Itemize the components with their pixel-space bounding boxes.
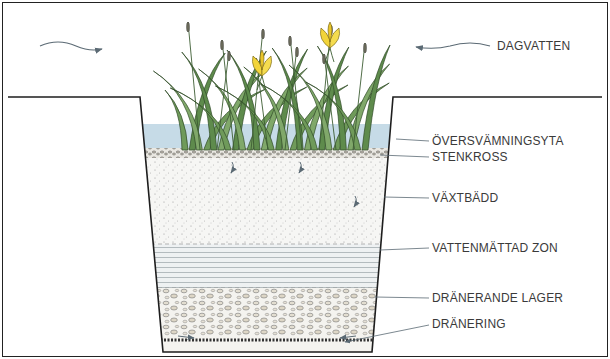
iris-leaf [153, 71, 202, 150]
saturated-zone [130, 244, 400, 288]
layer-label: DRÄNERING [432, 317, 506, 331]
rush-head [262, 29, 265, 39]
rush-stem [324, 54, 336, 150]
iris-leaf [362, 45, 390, 150]
rush-head [221, 40, 224, 50]
iris-leaf [215, 86, 274, 150]
rush-head [289, 36, 292, 46]
rush-stem [290, 36, 302, 150]
drainage-layer [130, 288, 400, 336]
iris-plants [153, 22, 390, 150]
iris-leaf [317, 46, 346, 150]
iris-leaf [182, 52, 217, 150]
layer-label: VATTENMÄTTAD ZON [432, 241, 558, 255]
rush-head [296, 47, 299, 57]
iris-flower [320, 22, 339, 62]
iris-leaf [165, 90, 188, 150]
rush-stem [285, 47, 297, 150]
layer-label: DRÄNERANDE LAGER [432, 291, 563, 305]
rush-stem [188, 22, 200, 150]
rush-stem [222, 40, 234, 150]
infiltration-arrows [178, 162, 356, 338]
leader-lines [345, 139, 429, 342]
iris-leaf [272, 48, 303, 150]
iris-flower [252, 50, 271, 90]
layer-label: DAGVATTEN [497, 39, 570, 53]
rush-stem [217, 51, 229, 150]
iris-leaf [306, 82, 361, 150]
rush-head [364, 43, 367, 53]
rush-head [228, 51, 231, 61]
rush-head [187, 22, 190, 32]
plant-bed [130, 158, 400, 244]
layer-label: STENKROSS [432, 150, 508, 164]
rush-stem [353, 43, 365, 150]
rush-stem [319, 25, 331, 150]
iris-leaf [170, 88, 231, 150]
ground-outline [8, 97, 602, 352]
layer-label: VÄXTBÄDD [432, 191, 498, 205]
layer-label: ÖVERSVÄMNINGSYTA [432, 134, 564, 148]
stormwater-arrows [40, 42, 490, 50]
rush-head [323, 54, 326, 64]
frame [3, 3, 608, 357]
iris-leaf [276, 49, 308, 150]
